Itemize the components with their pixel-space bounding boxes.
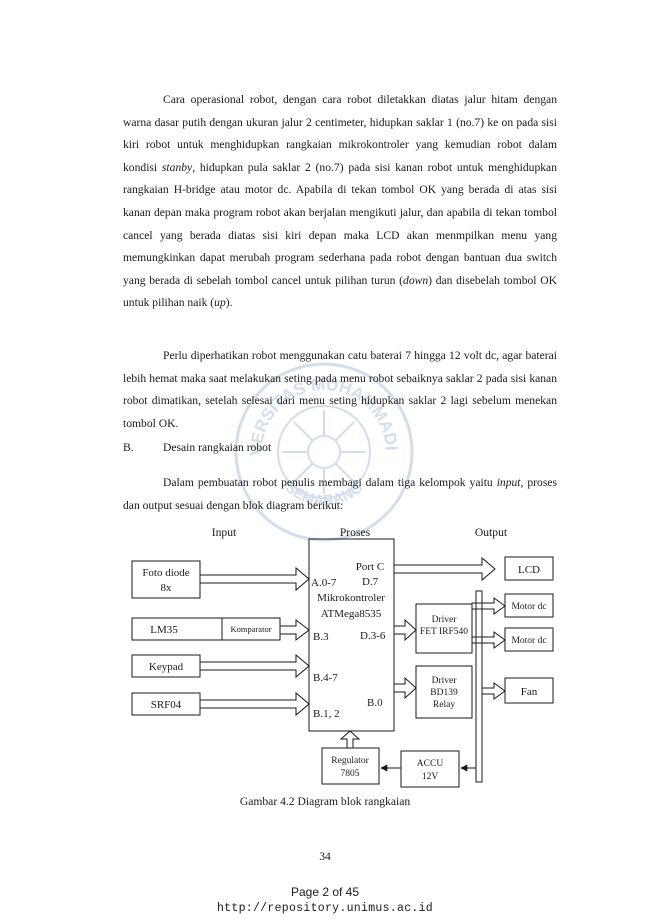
foto-diode-label-2: 8x [161, 582, 173, 594]
page-indicator: Page 2 of 45 [290, 885, 360, 899]
paragraph-battery: Perlu diperhatikan robot menggunakan cat… [123, 349, 557, 430]
motor-dc-2-label: Motor dc [511, 636, 546, 646]
pin-d36-label: D.3-6 [360, 630, 386, 642]
power-bus [475, 590, 483, 783]
arrow-fet-to-motor1 [471, 597, 506, 615]
arrow-mcu-to-bd139 [393, 676, 417, 700]
driver-bd-label-1: Driver [432, 676, 458, 686]
regulator-label-2: 7805 [341, 769, 360, 779]
page-number: 34 [319, 850, 331, 863]
driver-bd-label-2: BD139 [430, 688, 458, 698]
arrow-keypad-to-mcu [199, 653, 310, 679]
lm35-label: LM35 [150, 624, 178, 636]
pin-b3-label: B.3 [313, 631, 329, 643]
foto-diode-label-1: Foto diode [142, 567, 189, 579]
section-heading: B.Desain rangkaian robot [123, 441, 272, 454]
arrow-mcu-to-fet [393, 618, 417, 642]
keypad-label: Keypad [149, 661, 184, 673]
arrow-mcu-to-lcd [393, 556, 496, 582]
driver-fet-block [415, 603, 473, 654]
mcu-label-1: Mikrokontroler [317, 592, 385, 604]
pin-d7-label: D.7 [362, 576, 379, 588]
arrow-komparator-to-mcu [279, 618, 310, 642]
driver-bd139-block [415, 665, 473, 719]
pin-b47-label: B.4-7 [313, 672, 338, 684]
lcd-label: LCD [518, 564, 540, 576]
heading-proses: Proses [340, 526, 371, 539]
srf04-label: SRF04 [151, 699, 182, 711]
motor-dc-1-label: Motor dc [511, 602, 546, 612]
driver-fet-label-1: Driver [432, 615, 458, 625]
regulator-label-1: Regulator [331, 756, 369, 766]
mcu-label-2: ATMega8535 [321, 608, 382, 620]
driver-fet-label-2: FET IRF540 [420, 627, 468, 637]
mcu-block [308, 538, 395, 732]
figure-caption: Gambar 4.2 Diagram blok rangkaian [239, 795, 411, 808]
pin-a07-label: A.0-7 [311, 577, 337, 589]
accu-label-1: ACCU [417, 759, 444, 769]
lcd-block [504, 556, 554, 581]
heading-output: Output [475, 526, 508, 539]
arrow-srf04-to-mcu [199, 691, 310, 717]
komparator-label: Komparator [230, 624, 271, 634]
accu-label-2: 12V [422, 772, 439, 782]
arrow-relay-to-fan [481, 682, 506, 700]
pin-b12-label: B.1, 2 [313, 708, 340, 720]
block-diagram: Input Proses Output [131, 526, 554, 788]
fan-label: Fan [521, 686, 538, 698]
paragraph-design: Dalam pembuatan robot penulis membagi da… [123, 476, 558, 512]
arrow-foto-to-mcu [199, 566, 310, 592]
heading-input: Input [212, 526, 237, 539]
arrow-fet-to-motor2 [471, 631, 506, 649]
driver-bd-label-3: Relay [433, 700, 455, 710]
port-c-label: Port C [356, 561, 384, 573]
paragraph-operation: Cara operasional robot, dengan cara robo… [123, 93, 558, 310]
repository-url[interactable]: http://repository.unimus.ac.id [216, 902, 434, 915]
pin-b0-label: B.0 [367, 697, 383, 709]
accu-block [400, 750, 460, 788]
arrow-regulator-to-mcu [339, 730, 361, 749]
